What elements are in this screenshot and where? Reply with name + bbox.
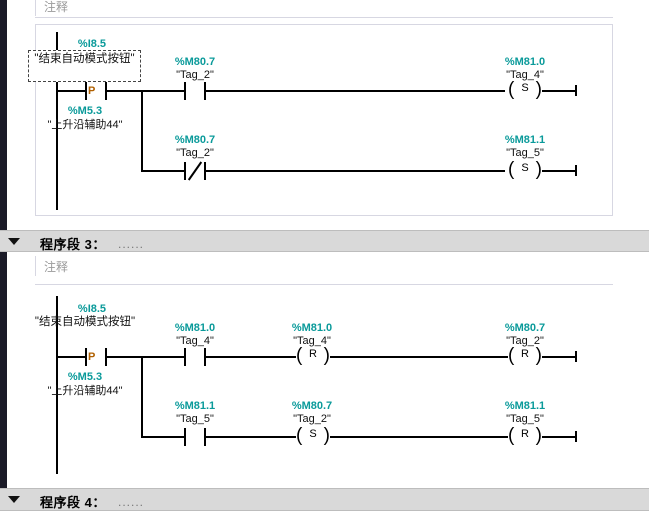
network2-row1-coil-letter: S: [521, 82, 529, 94]
network2-edge-contact-letter: P: [88, 85, 96, 97]
network2-row1-wire-left: [141, 90, 184, 92]
network3-row1-coil-tag: "Tag_2": [506, 335, 544, 347]
network2-branchA-alt-tag: "上升沿辅助44": [47, 119, 123, 131]
network3-branchA-tag: "结束自动模式按钮": [34, 316, 136, 328]
network3-row2-midcoil-letter: S: [309, 428, 317, 440]
network3-branchA-alt-address: %M5.3: [67, 371, 103, 383]
network2-rail-to-p-wire: [56, 90, 85, 92]
network3-row2-coil-tag: "Tag_5": [506, 413, 544, 425]
network3-row1-coil-reset[interactable]: (R): [508, 345, 542, 366]
network3-row2-midcoil-address: %M80.7: [291, 400, 333, 412]
network3-edge-contact-letter: P: [88, 351, 96, 363]
network2-row2-coil-tag: "Tag_5": [506, 147, 544, 159]
network2-row1-wire-right: [542, 90, 577, 92]
network3-row2-wire-right: [542, 436, 577, 438]
network3-comment-text: 注释: [44, 260, 69, 274]
network3-row1-end-cap: [575, 351, 577, 362]
network4-title: 程序段 4：: [40, 495, 106, 510]
network3-row1-midcoil-reset[interactable]: (R): [296, 345, 330, 366]
network3-comment-row[interactable]: 注释: [35, 256, 635, 276]
network2-row2-coil-set[interactable]: (S): [508, 159, 542, 180]
network3-row1-contact-no[interactable]: [184, 348, 206, 366]
network2-row2-contact-address: %M80.7: [174, 134, 216, 146]
network3-row2-contact-tag: "Tag_5": [176, 413, 214, 425]
network3-row2-wire-a: [206, 436, 296, 438]
network2-row1-coil-address: %M81.0: [504, 56, 546, 68]
network2-row2-wire-left: [141, 170, 184, 172]
network3-row1-wire-right: [542, 356, 577, 358]
network2-row2-end-cap: [575, 165, 577, 176]
network3-header-bar[interactable]: 程序段 3： ......: [0, 230, 649, 252]
network3-row2-midcoil-set[interactable]: (S): [296, 425, 330, 446]
network3-row1-contact-address: %M81.0: [174, 322, 216, 334]
network4-collapse-triangle-icon[interactable]: [8, 496, 20, 503]
network3-row1-contact-tag: "Tag_4": [176, 335, 214, 347]
network2-selected-operand-box[interactable]: "结束自动模式按钮": [28, 50, 141, 82]
network2-edge-contact-P[interactable]: P: [85, 82, 107, 100]
network3-row2-coil-reset[interactable]: (R): [508, 425, 542, 446]
network4-title-dots: ......: [118, 495, 145, 509]
network2-row2-nc-slash: [187, 161, 203, 181]
network2-row1-contact-no[interactable]: [184, 82, 206, 100]
network2-row2-wire-mid: [206, 170, 505, 172]
network3-title: 程序段 3：: [40, 237, 106, 252]
network2-branchA-address: %I8.5: [77, 38, 107, 50]
network2-row1-coil-set[interactable]: (S): [508, 79, 542, 100]
network3-row1-wire-a: [206, 356, 296, 358]
network2-branchA-tag: "结束自动模式按钮": [34, 53, 135, 65]
network3-row2-coil-address: %M81.1: [504, 400, 546, 412]
network3-row1-midcoil-tag: "Tag_4": [293, 335, 331, 347]
network3-row1-wire-left: [141, 356, 184, 358]
network3-branchA-alt-tag: "上升沿辅助44": [47, 385, 123, 397]
network2-row2-coil-address: %M81.1: [504, 134, 546, 146]
network3-row1-coil-letter: R: [521, 348, 529, 360]
network3-row2-contact-address: %M81.1: [174, 400, 216, 412]
network3-row1-midcoil-letter: R: [309, 348, 317, 360]
network2-comment-rule: [35, 17, 613, 18]
network2-row1-coil-tag: "Tag_4": [506, 69, 544, 81]
network2-p-to-branch-wire: [107, 90, 142, 92]
network3-row2-coil-letter: R: [521, 428, 529, 440]
network2-row2-contact-tag: "Tag_2": [176, 147, 214, 159]
network2-row1-contact-tag: "Tag_2": [176, 69, 214, 81]
network3-branchA-address: %I8.5: [77, 303, 107, 315]
network3-edge-contact-P[interactable]: P: [85, 348, 107, 366]
network3-row2-contact-no[interactable]: [184, 428, 206, 446]
network2-power-rail: [56, 32, 58, 210]
network3-comment-bar: [35, 256, 36, 276]
network3-title-dots: ......: [118, 237, 145, 251]
network3-p-to-branch-wire: [107, 356, 142, 358]
network2-row2-coil-letter: S: [521, 162, 529, 174]
network3-rail-to-p-wire: [56, 356, 85, 358]
network2-row1-end-cap: [575, 85, 577, 96]
network3-branch-vertical: [141, 356, 143, 438]
network3-power-rail: [56, 296, 58, 474]
network3-collapse-triangle-icon[interactable]: [8, 238, 20, 245]
network2-row1-wire-mid: [206, 90, 505, 92]
network3-row1-wire-b: [330, 356, 508, 358]
network3-row2-end-cap: [575, 431, 577, 442]
network3-row1-coil-address: %M80.7: [504, 322, 546, 334]
network4-header-bar[interactable]: 程序段 4： ......: [0, 488, 649, 511]
left-gutter-strip: [0, 0, 7, 511]
network3-row2-midcoil-tag: "Tag_2": [293, 413, 331, 425]
network2-comment-text: 注释: [44, 0, 69, 14]
network3-row2-wire-left: [141, 436, 184, 438]
network2-comment-bar: [35, 0, 36, 16]
network3-row1-midcoil-address: %M81.0: [291, 322, 333, 334]
network3-row2-wire-b: [330, 436, 508, 438]
network2-row1-contact-address: %M80.7: [174, 56, 216, 68]
network2-row2-wire-right: [542, 170, 577, 172]
network2-branch-vertical: [141, 90, 143, 172]
network2-row2-contact-nc[interactable]: [184, 161, 206, 181]
network3-comment-rule: [35, 284, 613, 285]
network2-branchA-alt-address: %M5.3: [67, 105, 103, 117]
network2-comment-row[interactable]: 注释: [35, 0, 635, 16]
